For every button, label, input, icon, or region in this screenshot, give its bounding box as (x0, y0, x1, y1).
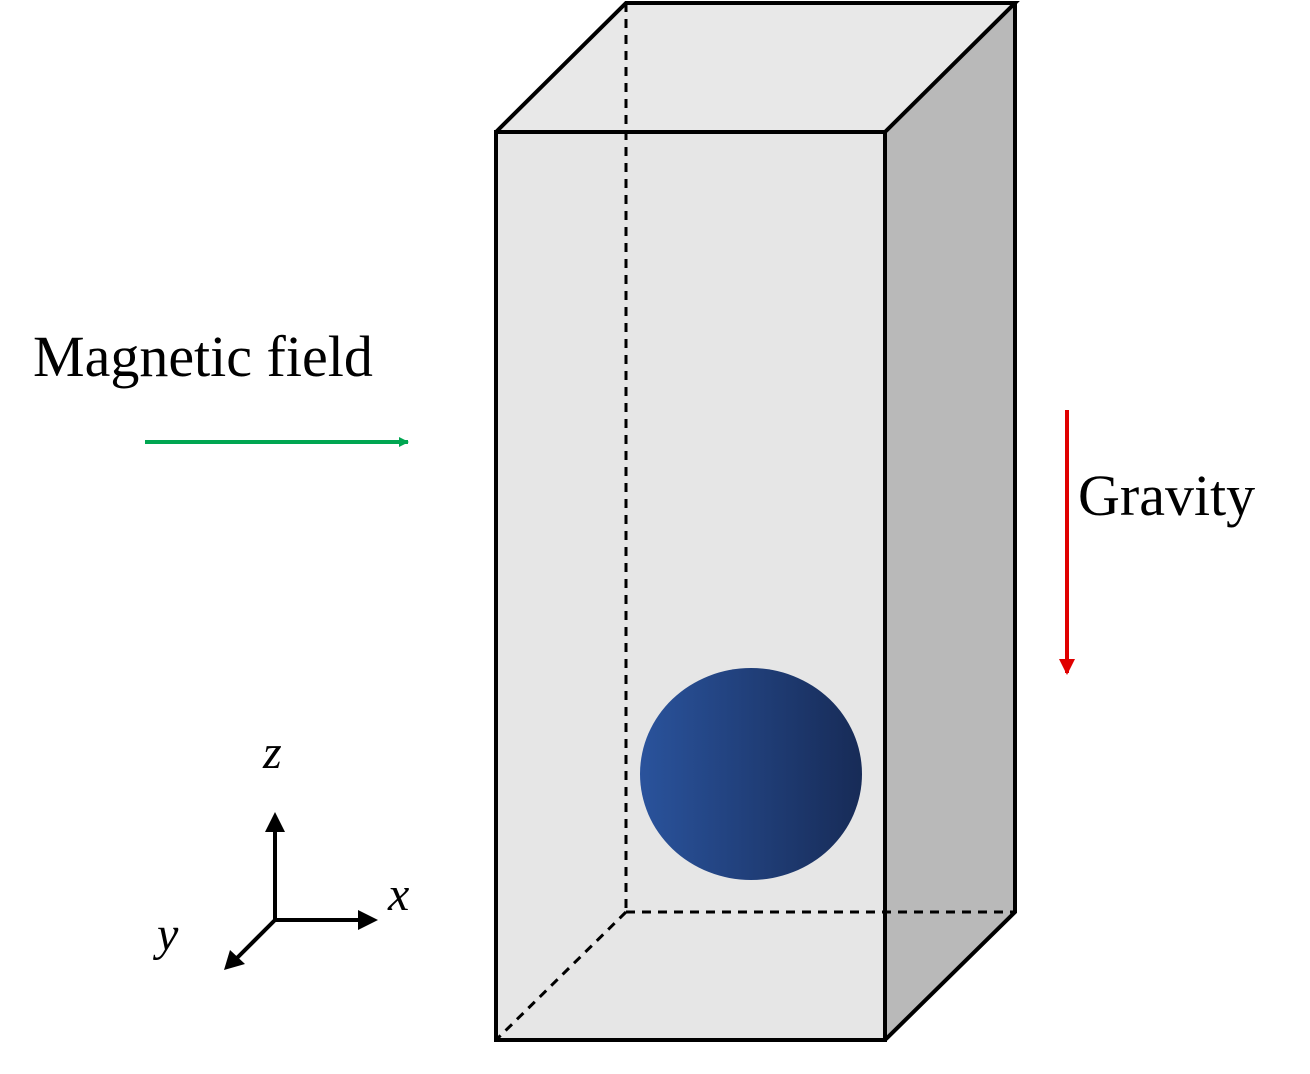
box-front-face (496, 132, 885, 1040)
gravity-label: Gravity (1078, 463, 1255, 528)
axis-y-label: y (152, 908, 179, 961)
sphere (640, 668, 862, 880)
box-hidden-edges (494, 3, 1015, 1042)
axis-z-label: z (262, 726, 282, 779)
coordinate-axes-icon (224, 812, 378, 970)
magnetic-field-label: Magnetic field (33, 324, 373, 389)
axis-x-label: x (387, 868, 409, 921)
box-visible-edges (494, 1, 1020, 1042)
box-side-face (885, 3, 1015, 1040)
